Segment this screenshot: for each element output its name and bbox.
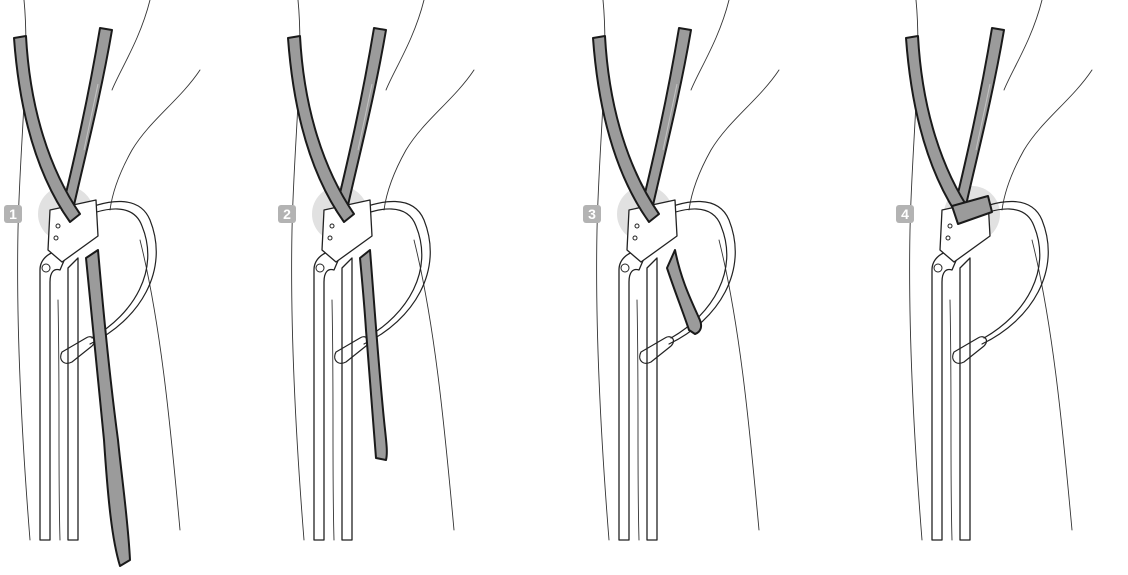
step-panel-1: 1 [0, 0, 282, 575]
step-number-badge: 4 [896, 205, 914, 223]
body-outline-thigh [1032, 240, 1072, 530]
rivet [56, 224, 60, 228]
body-outline-torso [110, 70, 200, 210]
pivot-bolt [316, 264, 324, 272]
body-outline-arm [691, 0, 729, 90]
step-panel-3: 3 [565, 0, 847, 575]
step-panel-4: 4 [856, 0, 1128, 575]
strap-tail [667, 250, 701, 334]
strap-rear [641, 28, 691, 214]
body-outline-inner [637, 300, 639, 540]
rivet [635, 224, 639, 228]
body-outline-arm [112, 0, 150, 90]
step-illustration-3 [565, 0, 847, 575]
strap-tail [360, 250, 387, 460]
step-illustration-2 [272, 0, 554, 575]
frame-rail-outer [40, 252, 66, 540]
rivet [946, 236, 950, 240]
body-outline-torso [384, 70, 474, 210]
body-outline-inner [950, 300, 952, 540]
body-outline-arm [1004, 0, 1042, 90]
strap-tail [86, 250, 130, 566]
step-panel-2: 2 [272, 0, 554, 575]
body-outline-thigh [140, 240, 180, 530]
body-outline-thigh [719, 240, 759, 530]
rivet [328, 236, 332, 240]
strap-rear [954, 28, 1004, 214]
body-outline-inner [58, 300, 60, 540]
rivet [330, 224, 334, 228]
rivet [54, 236, 58, 240]
pivot-bolt [934, 264, 942, 272]
step-number-badge: 3 [583, 205, 601, 223]
step-illustration-1 [0, 0, 282, 575]
step-number-badge: 2 [278, 205, 296, 223]
strap-rear [336, 28, 386, 214]
frame-rail-inner [342, 258, 352, 540]
step-illustration-4 [856, 0, 1128, 575]
step-number-badge: 1 [4, 205, 22, 223]
frame-rail-inner [960, 258, 970, 540]
rivet [633, 236, 637, 240]
body-outline-arm [386, 0, 424, 90]
body-outline-torso [689, 70, 779, 210]
rivet [948, 224, 952, 228]
frame-rail-outer [314, 252, 340, 540]
body-outline-inner [332, 300, 334, 540]
body-outline-thigh [414, 240, 454, 530]
strap-rear [62, 28, 112, 214]
body-outline-torso [1002, 70, 1092, 210]
frame-rail-outer [932, 252, 958, 540]
pivot-bolt [621, 264, 629, 272]
frame-rail-inner [647, 258, 657, 540]
pivot-bolt [42, 264, 50, 272]
frame-rail-inner [68, 258, 78, 540]
frame-rail-outer [619, 252, 645, 540]
